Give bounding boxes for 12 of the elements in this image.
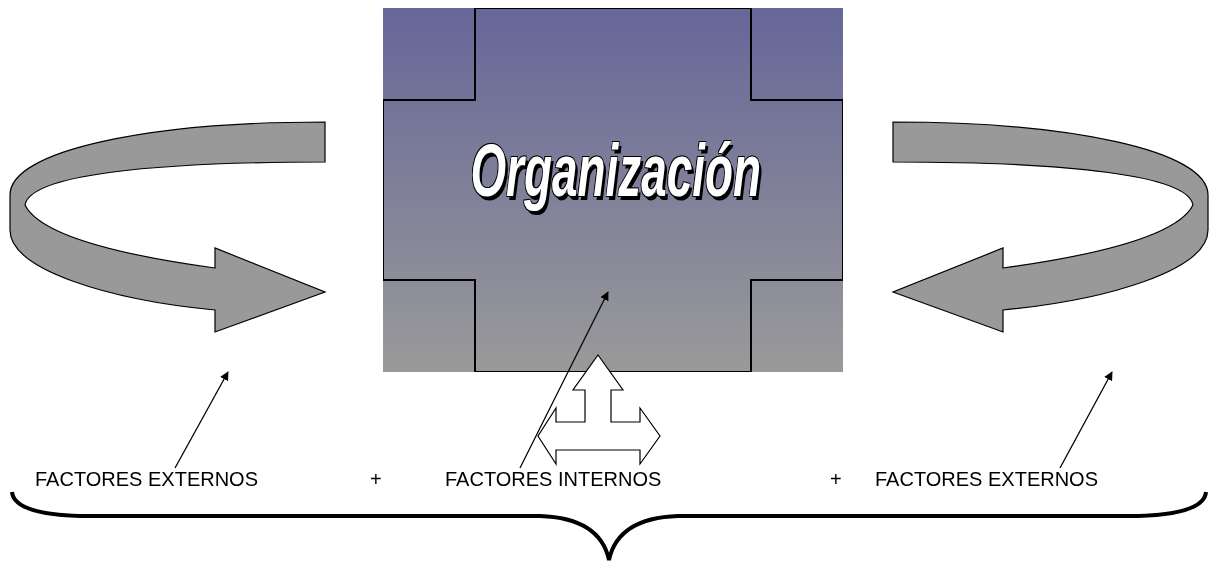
factor-label: FACTORES INTERNOS xyxy=(445,468,662,491)
curved-block-arrow xyxy=(9,121,326,333)
plus-sign: + xyxy=(830,468,842,491)
factor-label: FACTORES EXTERNOS xyxy=(875,468,1098,491)
factor-label: FACTORES EXTERNOS xyxy=(35,468,258,491)
curved-block-arrow xyxy=(892,121,1209,333)
leader-line xyxy=(1059,371,1113,469)
leader-line xyxy=(519,291,609,469)
plus-sign: + xyxy=(370,468,382,491)
organization-box xyxy=(383,8,843,372)
leader-line xyxy=(174,371,229,469)
three-way-arrow xyxy=(537,353,661,467)
